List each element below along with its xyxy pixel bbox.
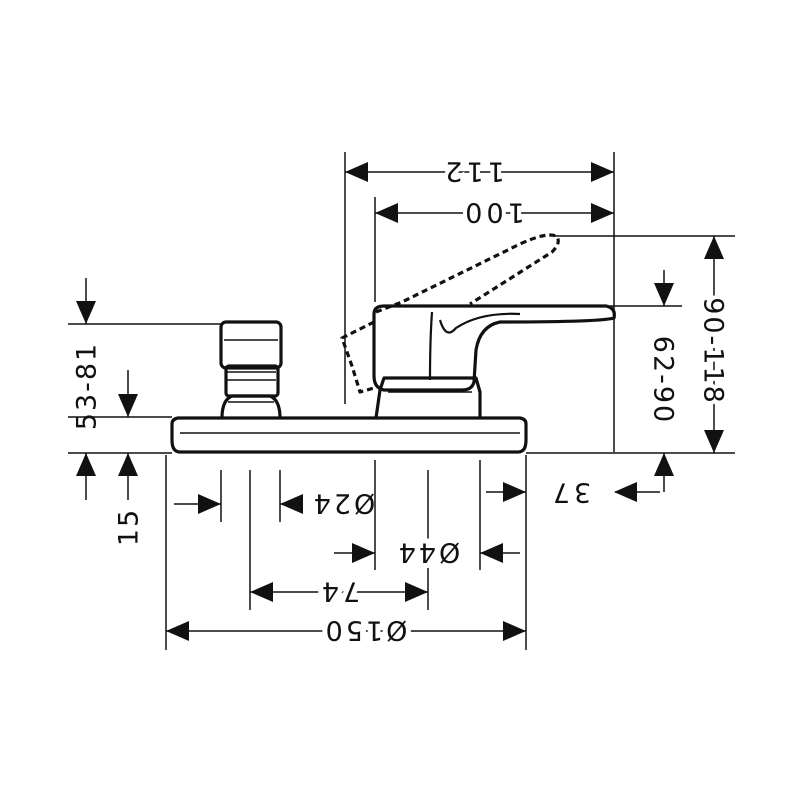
lever-raised-outline — [340, 233, 560, 394]
dim-label-body-diameter: Ø44 — [396, 536, 461, 567]
dim-label-90-118: 90-118 — [697, 297, 728, 405]
dim-label-53-81: 53-81 — [72, 342, 103, 430]
dim-label-62-90: 62-90 — [647, 336, 678, 424]
dim-label-15: 15 — [114, 508, 145, 546]
diverter-knob — [219, 320, 283, 420]
dim-label-37: 37 — [549, 476, 591, 507]
dimension-lines — [68, 152, 735, 650]
dim-label-74: 74 — [318, 575, 360, 606]
dim-label-diverter-diameter: Ø24 — [311, 487, 376, 518]
mixer-outline — [170, 233, 616, 454]
dim-label-plate-diameter: Ø150 — [323, 614, 408, 645]
dim-label-100: 100 — [461, 196, 525, 227]
dim-label-112: 112 — [441, 155, 505, 186]
escutcheon-plate — [170, 416, 528, 454]
mixer-lever — [372, 304, 616, 420]
